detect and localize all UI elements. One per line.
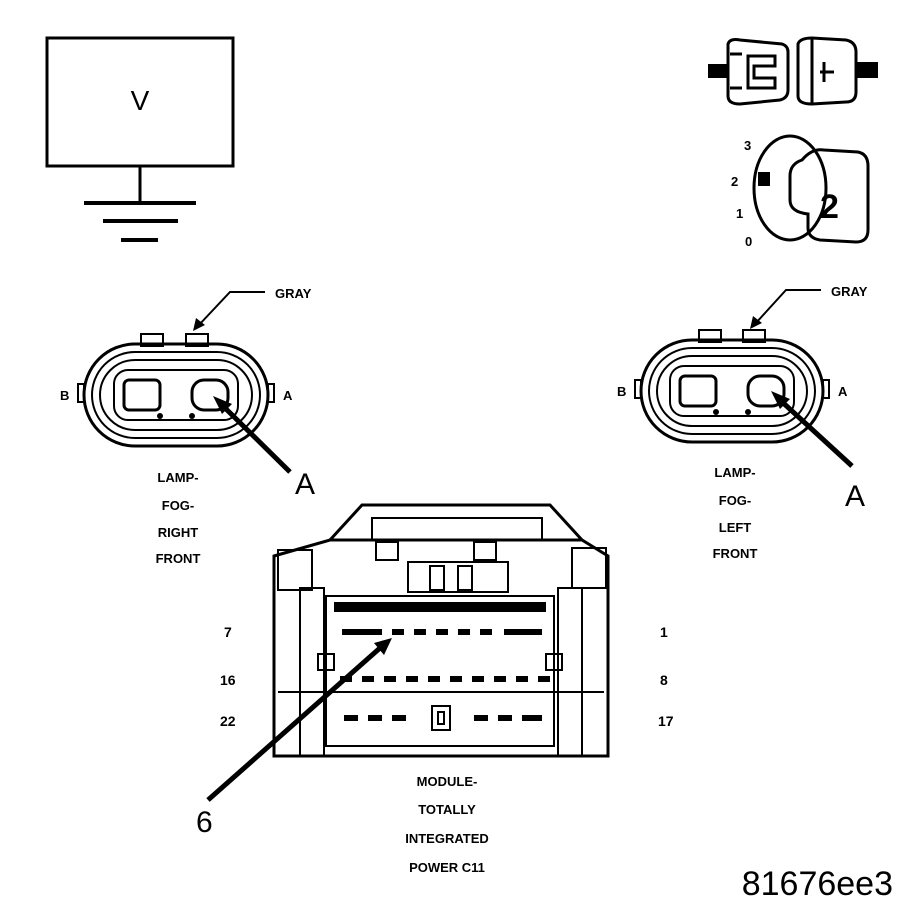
pin-label-7: 7 [224, 624, 232, 640]
voltmeter-symbol: V [45, 36, 235, 242]
module-c11-connector: 7 16 22 1 8 17 6 MODULE- TOTALLY INTEGRA… [196, 503, 674, 875]
connector-name-line-3: INTEGRATED [405, 831, 489, 846]
selector-position-1: 1 [736, 206, 743, 221]
lamp-fog-left-front-connector: GRAY B A A LAMP- FOG- LEFT FRONT [617, 284, 868, 561]
connector-name-line-2: FOG- [162, 498, 195, 513]
pin-label-17: 17 [658, 713, 674, 729]
pin-b-label: B [60, 388, 69, 403]
ground-icon [84, 201, 196, 242]
pin-label-22: 22 [220, 713, 236, 729]
selector-position-3: 3 [744, 138, 751, 153]
pin-callout: A [295, 468, 315, 501]
wire-color-label: GRAY [275, 286, 312, 301]
selector-switch-icon: 3 2 1 0 2 [731, 134, 870, 249]
connector-name-line-1: LAMP- [157, 470, 198, 485]
selector-position-2: 2 [731, 174, 738, 189]
connector-name-line-3: LEFT [719, 520, 752, 535]
connector-name-line-3: RIGHT [158, 525, 199, 540]
pin-a-label: A [838, 384, 848, 399]
pin-label-1: 1 [660, 624, 668, 640]
connector-name-line-1: LAMP- [714, 465, 755, 480]
pin-callout: A [845, 480, 865, 513]
connector-name-line-2: TOTALLY [418, 802, 476, 817]
pin-a-label: A [283, 388, 293, 403]
pin-row-2 [340, 676, 550, 682]
voltmeter-label: V [131, 85, 150, 116]
selector-position-0: 0 [745, 234, 752, 249]
pin-label-8: 8 [660, 672, 668, 688]
pin-row-3 [344, 705, 542, 731]
pin-label-16: 16 [220, 672, 236, 688]
selector-value: 2 [820, 188, 839, 226]
connector-name-line-4: FRONT [713, 546, 758, 561]
connector-name-line-4: POWER C11 [409, 860, 485, 875]
pin-b-label: B [617, 384, 626, 399]
wire-color-label: GRAY [831, 284, 868, 299]
pin-row-1 [342, 629, 542, 635]
connector-name-line-2: FOG- [719, 493, 752, 508]
figure-id: 81676ee3 [742, 865, 893, 903]
connector-name-line-4: FRONT [156, 551, 201, 566]
lamp-fog-right-front-connector: GRAY B A A LAMP- FOG- RIGHT FRONT [60, 286, 315, 566]
pin-callout: 6 [196, 806, 213, 839]
connector-name-line-1: MODULE- [417, 774, 478, 789]
connector-pair-icon [708, 36, 878, 106]
